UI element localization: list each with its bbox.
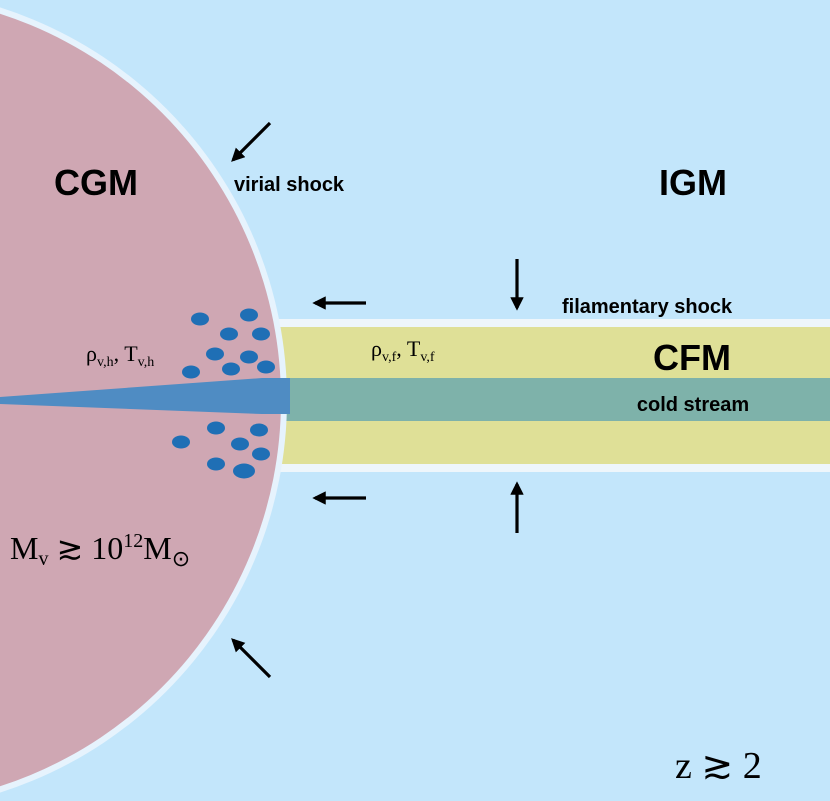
clump bbox=[240, 350, 258, 364]
clump bbox=[240, 308, 258, 322]
clump bbox=[250, 423, 268, 437]
clump bbox=[233, 463, 255, 479]
clump bbox=[252, 327, 270, 341]
redshift-label: z ≳ 2 bbox=[675, 745, 762, 787]
clump bbox=[207, 457, 225, 471]
filamentary-shock-label: filamentary shock bbox=[562, 296, 733, 318]
clump bbox=[182, 365, 200, 379]
arrow-virial-bottom bbox=[231, 638, 272, 679]
clump bbox=[252, 447, 270, 461]
cold-stream-band bbox=[262, 378, 830, 421]
clump bbox=[231, 437, 249, 451]
halo-mass-label: Mv ≳ 1012M⊙ bbox=[10, 530, 190, 571]
clump bbox=[220, 327, 238, 341]
stream-wedge bbox=[0, 378, 290, 414]
clump bbox=[257, 360, 275, 374]
cgm-label: CGM bbox=[54, 162, 138, 203]
virial-shock-label: virial shock bbox=[234, 174, 345, 196]
igm-label: IGM bbox=[659, 162, 727, 203]
arrow-virial-top bbox=[231, 121, 272, 162]
clump bbox=[206, 347, 224, 361]
clump bbox=[207, 421, 225, 435]
cfm-label: CFM bbox=[653, 337, 731, 378]
clump bbox=[191, 312, 209, 326]
cold-stream-label: cold stream bbox=[637, 394, 749, 416]
halo-params: ρv,h, Tv,h bbox=[86, 341, 154, 370]
clump bbox=[172, 435, 190, 449]
clumps-lower bbox=[172, 421, 270, 479]
clump bbox=[222, 362, 240, 376]
flow-arrows bbox=[231, 121, 524, 679]
clumps-upper bbox=[182, 308, 275, 379]
filament-params: ρv,f, Tv,f bbox=[371, 336, 435, 365]
